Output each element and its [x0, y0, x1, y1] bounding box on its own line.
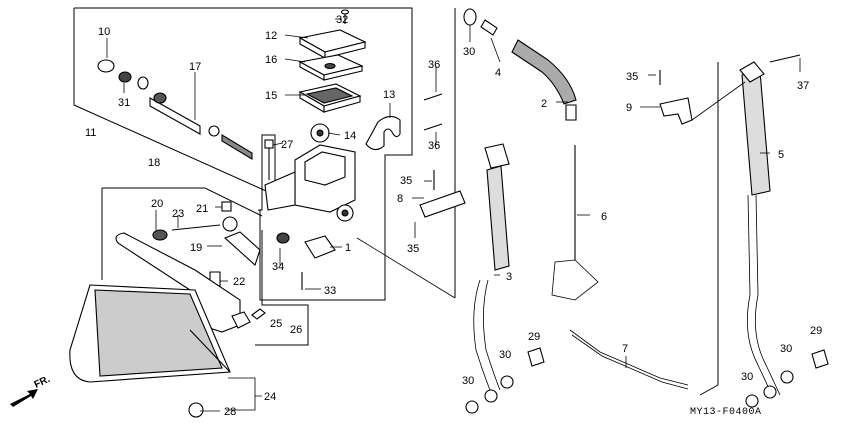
- front-direction-indicator: FR.: [10, 374, 52, 407]
- callout-4: 4: [495, 67, 501, 79]
- callout-7: 7: [622, 343, 628, 355]
- callout-9: 9: [626, 102, 632, 114]
- holder-drawing: [365, 115, 401, 151]
- callout-12: 12: [265, 30, 277, 42]
- callout-3: 3: [506, 271, 512, 283]
- callout-16: 16: [265, 54, 277, 66]
- callout-33: 33: [324, 285, 336, 297]
- front-label: FR.: [33, 374, 52, 391]
- callout-13: 13: [383, 89, 395, 101]
- callout-20: 20: [151, 198, 163, 210]
- brake-hose-5-drawing: [741, 70, 771, 196]
- callout-14: 14: [344, 130, 356, 142]
- callout-35a: 35: [400, 175, 412, 187]
- callout-2: 2: [541, 98, 547, 110]
- callout-10: 10: [98, 26, 110, 38]
- callout-8: 8: [397, 193, 403, 205]
- callout-27: 27: [281, 139, 293, 151]
- diagram-code: MY13-F0400A: [690, 407, 762, 418]
- callout-15: 15: [265, 90, 277, 102]
- callout-24: 24: [264, 391, 276, 403]
- callout-32: 32: [336, 14, 348, 26]
- callout-22: 22: [233, 276, 245, 288]
- callout-30c: 30: [462, 375, 474, 387]
- callout-23: 23: [172, 208, 184, 220]
- callout-30e: 30: [741, 371, 753, 383]
- callout-11: 11: [85, 127, 96, 139]
- callout-35b: 35: [407, 243, 419, 255]
- brake-lever-drawing: [115, 232, 241, 333]
- master-cylinder-parts: [97, 9, 401, 290]
- front-arrow-icon: [10, 389, 38, 407]
- lever-assembly: [69, 216, 266, 418]
- callout-5: 5: [778, 149, 784, 161]
- callout-19: 19: [190, 242, 202, 254]
- callout-25: 25: [270, 318, 282, 330]
- callout-29a: 29: [528, 331, 540, 343]
- brake-hose-3-drawing: [486, 165, 510, 271]
- leader-lines: [106, 18, 801, 412]
- callout-6: 6: [601, 211, 607, 223]
- group-outlines: [73, 7, 719, 396]
- callout-30d: 30: [780, 343, 792, 355]
- callout-21: 21: [196, 203, 208, 215]
- callout-18: 18: [148, 157, 160, 169]
- callout-28: 28: [224, 406, 236, 418]
- hose-assemblies: [419, 8, 829, 414]
- callouts: 1 2 3 4 5 6 7 8 9 10 11 12 13 14 15 16 1…: [85, 14, 822, 418]
- callout-34: 34: [272, 261, 284, 273]
- callout-30a: 30: [463, 46, 475, 58]
- callout-31: 31: [118, 97, 130, 109]
- callout-29b: 29: [810, 325, 822, 337]
- callout-36b: 36: [428, 140, 440, 152]
- callout-36a: 36: [428, 59, 440, 71]
- callout-37: 37: [797, 80, 809, 92]
- callout-35c: 35: [626, 71, 638, 83]
- callout-17: 17: [189, 61, 201, 73]
- callout-26: 26: [290, 324, 302, 336]
- callout-1: 1: [345, 242, 351, 254]
- callout-30b: 30: [499, 349, 511, 361]
